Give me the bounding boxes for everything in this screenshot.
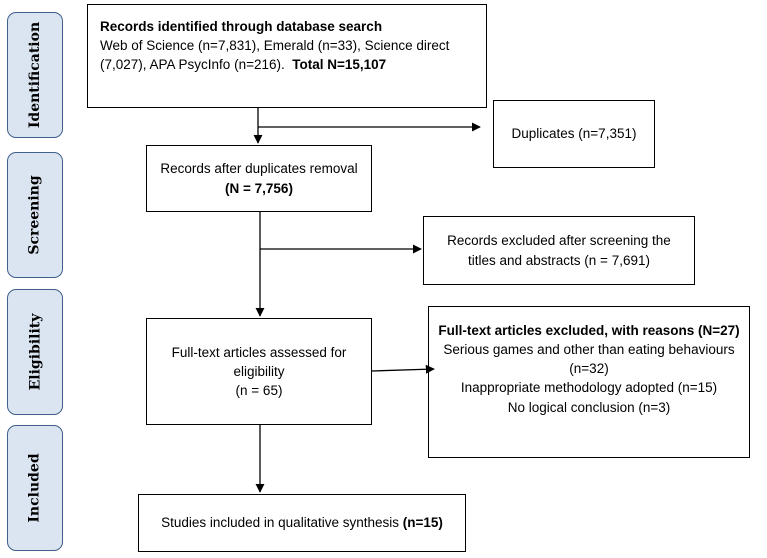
studies-included-box: Studies included in qualitative synthesi… [138,494,466,552]
phase-included: Included [7,425,63,551]
records-identified-sources: Web of Science (n=7,831), Emerald (n=33)… [100,38,450,54]
phase-screening: Screening [7,152,63,278]
excluded-screen-line1: Records excluded after screening the [447,233,671,249]
fulltext-line2: eligibility [233,363,285,379]
reason-no-conclusion: No logical conclusion (n=3) [507,399,671,415]
records-identified-title: Records identified through database sear… [100,19,383,34]
reason-serious-games-count: (n=32) [569,361,609,377]
after-dup-line1: Records after duplicates removal [160,161,358,177]
phase-eligibility: Eligibility [7,289,63,415]
records-identified-box: Records identified through database sear… [87,4,487,108]
reason-serious-games: Serious games and other than eating beha… [443,342,735,358]
reason-methodology: Inappropriate methodology adopted (n=15) [460,380,718,396]
records-identified-sources-2: (7,027), APA PsycInfo (n=216). Total N=1… [100,57,387,73]
fulltext-excluded-title: Full-text articles excluded, with reason… [438,323,740,338]
duplicates-text: Duplicates (n=7,351) [511,126,637,142]
included-count: (n=15) [402,515,443,531]
duplicates-box: Duplicates (n=7,351) [493,100,655,168]
records-after-duplicates-box: Records after duplicates removal (N = 7,… [146,145,372,212]
fulltext-line1: Full-text articles assessed for [171,344,347,360]
arrow-to-excluded-fulltext [371,364,435,374]
records-identified-total: Total N=15,107 [292,57,387,73]
fulltext-count: (n = 65) [235,383,283,399]
records-excluded-screening-box: Records excluded after screening the tit… [423,216,695,285]
phase-identification: Identification [7,12,63,138]
fulltext-assessed-box: Full-text articles assessed for eligibil… [146,318,372,425]
fulltext-excluded-box: Full-text articles excluded, with reason… [428,306,750,458]
excluded-screen-line2: titles and abstracts (n = 7,691) [468,252,650,268]
after-dup-count: (N = 7,756) [225,180,293,196]
included-text: Studies included in qualitative synthesi… [161,515,443,531]
